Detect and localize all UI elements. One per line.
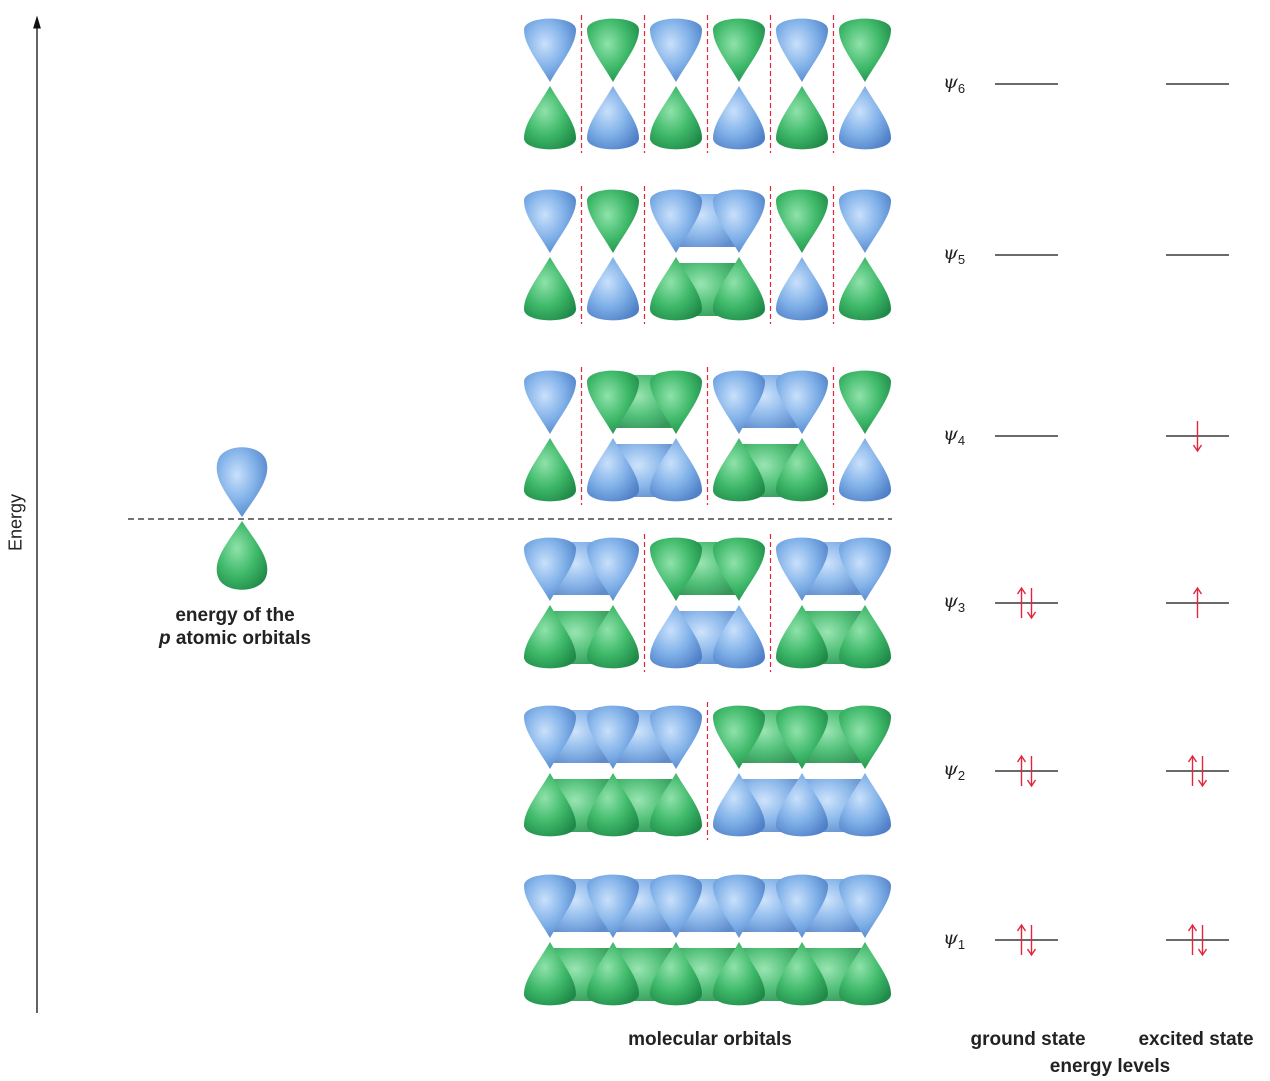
mo-psi6: [522, 15, 893, 153]
psi-label-6: ψ6: [943, 71, 966, 96]
energy-levels-label: energy levels: [1049, 1056, 1171, 1077]
mo-psi2: [522, 702, 893, 840]
spin-up-arrow: [1016, 923, 1027, 955]
psi-label-3: ψ3: [943, 590, 966, 615]
mo-psi1: [522, 874, 893, 1006]
spin-down-arrow: [1026, 756, 1037, 788]
atomic-orbital-label-line2: p atomic orbitals: [158, 628, 312, 649]
spin-up-arrow: [1187, 754, 1198, 786]
spin-up-arrow: [1187, 923, 1198, 955]
atomic-orbital-label-line1: energy of the: [175, 605, 295, 626]
atomic-p-orbital: [216, 447, 268, 590]
excited-level-psi3: [1166, 586, 1229, 618]
spin-down-arrow: [1026, 588, 1037, 620]
spin-up-arrow: [1192, 586, 1203, 618]
energy-axis-label: Energy: [5, 493, 26, 552]
spin-down-arrow: [1026, 925, 1037, 957]
molecular-orbitals: [522, 15, 893, 1006]
molecular-orbitals-label: molecular orbitals: [628, 1029, 792, 1050]
spin-up-arrow: [1016, 586, 1027, 618]
ground-level-psi1: [995, 923, 1058, 957]
ground-level-psi3: [995, 586, 1058, 620]
energy-levels: [995, 83, 1229, 957]
psi-label-5: ψ5: [943, 242, 966, 267]
spin-down-arrow: [1197, 925, 1208, 957]
atomic-orbital-label: energy of the p atomic orbitals: [130, 604, 340, 650]
excited-state-label: excited state: [1138, 1029, 1254, 1050]
spin-down-arrow: [1197, 756, 1208, 788]
ground-state-label: ground state: [970, 1029, 1086, 1050]
ground-level-psi2: [995, 754, 1058, 788]
excited-level-psi2: [1166, 754, 1229, 788]
spin-down-arrow: [1192, 421, 1203, 453]
mo-psi3: [522, 534, 893, 672]
psi-label-4: ψ4: [943, 423, 966, 448]
excited-level-psi4: [1166, 421, 1229, 453]
excited-level-psi1: [1166, 923, 1229, 957]
mo-psi5: [522, 186, 893, 324]
mo-psi4: [522, 367, 893, 505]
psi-label-2: ψ2: [943, 758, 966, 783]
psi-label-1: ψ1: [943, 927, 966, 952]
spin-up-arrow: [1016, 754, 1027, 786]
